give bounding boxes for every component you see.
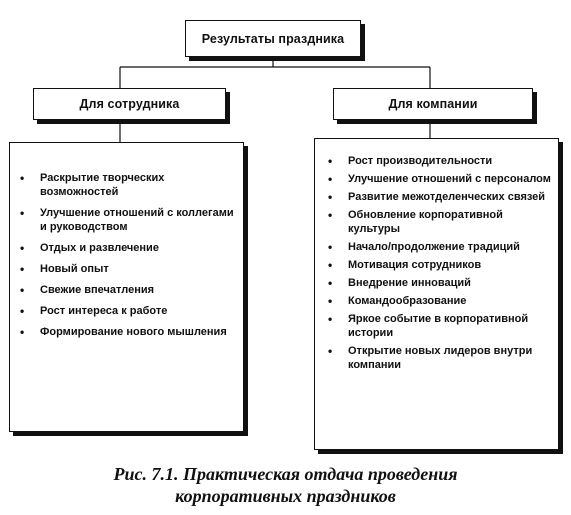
employee-benefits-box: Раскрытие творческих возможностей Улучше… xyxy=(9,142,244,432)
list-item: Улучшение отношений с персоналом xyxy=(328,172,553,186)
list-item: Командообразование xyxy=(328,294,553,308)
list-item: Рост производительности xyxy=(328,154,553,168)
list-item: Начало/продолжение традиций xyxy=(328,240,553,254)
employee-header-label: Для сотрудника xyxy=(79,97,180,111)
figure-caption-line2: корпоративных праздников xyxy=(175,486,396,506)
employee-header-node: Для сотрудника xyxy=(33,88,226,120)
list-item: Развитие межотделенческих связей xyxy=(328,190,553,204)
list-item: Яркое событие в корпоративной истории xyxy=(328,312,553,340)
figure-caption-line1: Рис. 7.1. Практическая отдача проведения xyxy=(113,464,458,484)
list-item: Мотивация сотрудников xyxy=(328,258,553,272)
company-benefits-list: Рост производительности Улучшение отноше… xyxy=(328,154,553,376)
list-item: Обновление корпоративной культуры xyxy=(328,208,553,236)
root-node: Результаты праздника xyxy=(185,20,361,57)
list-item: Свежие впечатления xyxy=(20,283,240,297)
company-header-node: Для компании xyxy=(333,88,533,120)
list-item: Улучшение отношений с коллегами и руково… xyxy=(20,206,240,234)
employee-benefits-list: Раскрытие творческих возможностей Улучше… xyxy=(20,171,240,346)
list-item: Внедрение инноваций xyxy=(328,276,553,290)
company-benefits-box: Рост производительности Улучшение отноше… xyxy=(314,138,559,450)
list-item: Открытие новых лидеров внутри компании xyxy=(328,344,553,372)
root-label: Результаты праздника xyxy=(201,31,345,46)
list-item: Новый опыт xyxy=(20,262,240,276)
list-item: Раскрытие творческих возможностей xyxy=(20,171,240,199)
company-header-label: Для компании xyxy=(388,97,478,111)
list-item: Формирование нового мышления xyxy=(20,325,240,339)
list-item: Отдых и развлечение xyxy=(20,241,240,255)
list-item: Рост интереса к работе xyxy=(20,304,240,318)
